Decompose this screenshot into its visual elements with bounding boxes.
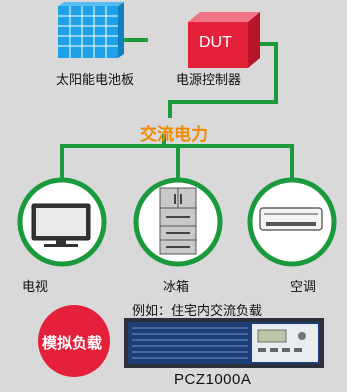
pcz1000a-device-icon	[124, 318, 324, 368]
simulated-load-label: 模拟负载	[42, 334, 103, 352]
dut-label: DUT	[199, 34, 232, 51]
power-controller-label: 电源控制器	[176, 73, 242, 88]
wiring	[60, 38, 294, 182]
load-label-fridge: 冰箱	[163, 280, 190, 295]
refrigerator-icon	[159, 187, 197, 255]
load-label-tv: 电视	[22, 280, 49, 295]
example-caption: 例如：住宅内交流负载	[132, 304, 263, 319]
controller-to-bus-line	[168, 42, 278, 118]
load-label-ac: 空调	[290, 280, 317, 295]
model-label: PCZ1000A	[174, 371, 252, 388]
solar-panel-icon	[58, 2, 124, 58]
air-conditioner-icon	[259, 207, 323, 231]
ac-power-label: 交流电力	[140, 125, 208, 145]
simulated-load-badge	[38, 305, 110, 377]
tv-icon	[31, 203, 91, 247]
dut-box	[188, 12, 260, 68]
solar-panel-label: 太阳能电池板	[56, 73, 135, 88]
